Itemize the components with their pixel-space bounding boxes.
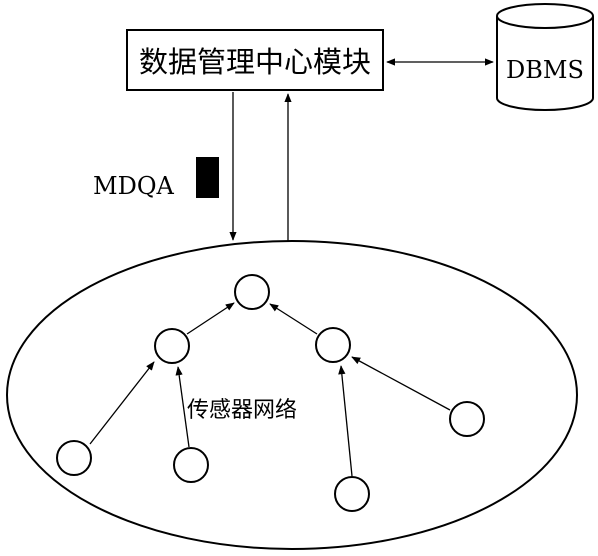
dbms-cylinder: DBMS	[496, 3, 594, 111]
query-packet-block	[196, 157, 219, 198]
network-label: 传感器网络	[187, 398, 297, 423]
sensor-node-far-left	[56, 440, 92, 476]
route-arrow	[186, 302, 235, 335]
sensor-nodes	[56, 274, 485, 512]
route-arrow	[351, 356, 451, 411]
cylinder-top	[496, 3, 594, 29]
route-arrow	[269, 303, 318, 335]
cylinder-body	[496, 16, 594, 111]
sensor-node-root	[234, 274, 270, 310]
dbms-label: DBMS	[506, 56, 584, 84]
sensor-node-left-bottom	[173, 447, 209, 483]
route-arrow	[338, 365, 353, 477]
mdqa-label: MDQA	[93, 172, 174, 200]
sensor-node-left-mid	[154, 328, 190, 364]
route-arrow	[89, 361, 155, 445]
module-box	[126, 29, 384, 91]
sensor-network-boundary	[6, 240, 578, 550]
route-arrow	[175, 366, 190, 448]
routing-arrows	[89, 302, 451, 477]
module-label: 数据管理中心模块	[139, 45, 371, 79]
sensor-node-far-right	[449, 401, 485, 437]
sensor-node-right-bottom	[334, 476, 370, 512]
data-management-module: 数据管理中心模块	[126, 29, 384, 91]
sensor-node-right-mid	[315, 327, 351, 363]
